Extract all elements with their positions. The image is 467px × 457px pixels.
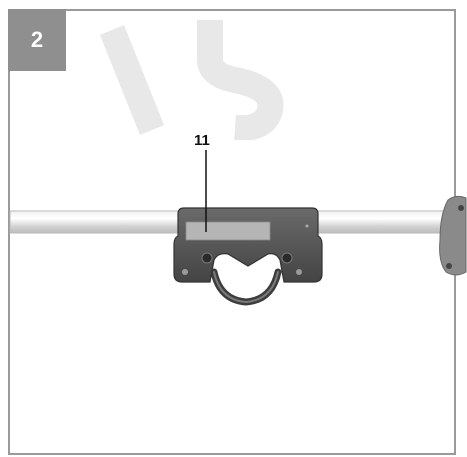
right-handle-part bbox=[439, 195, 467, 276]
screw-right bbox=[281, 252, 293, 264]
step-number: 2 bbox=[30, 27, 44, 52]
watermark-digit-one bbox=[99, 25, 165, 135]
label-panel bbox=[185, 221, 271, 241]
callout-label-11: 11 bbox=[194, 132, 210, 149]
step-number-badge: 2 bbox=[8, 9, 66, 71]
watermark-digit-five bbox=[197, 20, 284, 140]
screw-left bbox=[201, 252, 213, 264]
watermark bbox=[99, 20, 284, 140]
clip-bracket bbox=[173, 207, 323, 306]
clip-loop bbox=[210, 268, 282, 306]
